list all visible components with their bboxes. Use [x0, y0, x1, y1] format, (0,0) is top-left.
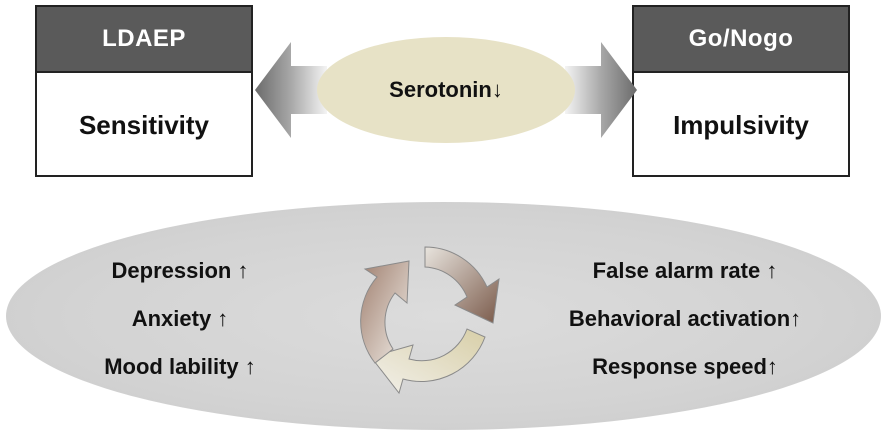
list-item-depression: Depression ↑ [111, 258, 249, 283]
list-item-behavioral-activation: Behavioral activation↑ [568, 306, 802, 331]
list-item-anxiety: Anxiety ↑ [131, 306, 229, 331]
gonogo-box: Go/Nogo Impulsivity [632, 5, 850, 177]
list-item-mood-lability: Mood lability ↑ [104, 354, 256, 379]
behavior-list: False alarm rate ↑ Behavioral activation… [535, 253, 835, 397]
right-arrow-icon [565, 42, 637, 138]
serotonin-ellipse: Serotonin↓ [317, 37, 575, 143]
bottom-ellipse [6, 202, 881, 430]
left-arrow-icon [255, 42, 327, 138]
symptom-list: Depression ↑ Anxiety ↑ Mood lability ↑ [60, 253, 300, 397]
ldaep-box: LDAEP Sensitivity [35, 5, 253, 177]
sensitivity-label: Sensitivity [78, 109, 210, 140]
gonogo-header: Go/Nogo [634, 7, 848, 73]
list-item-response-speed: Response speed↑ [592, 354, 778, 379]
recycle-arrows-icon [360, 246, 500, 395]
serotonin-label: Serotonin↓ [389, 77, 503, 102]
impulsivity-label: Impulsivity [673, 109, 809, 140]
list-item-false-alarm-rate: False alarm rate ↑ [592, 258, 778, 283]
ldaep-header: LDAEP [37, 7, 251, 73]
